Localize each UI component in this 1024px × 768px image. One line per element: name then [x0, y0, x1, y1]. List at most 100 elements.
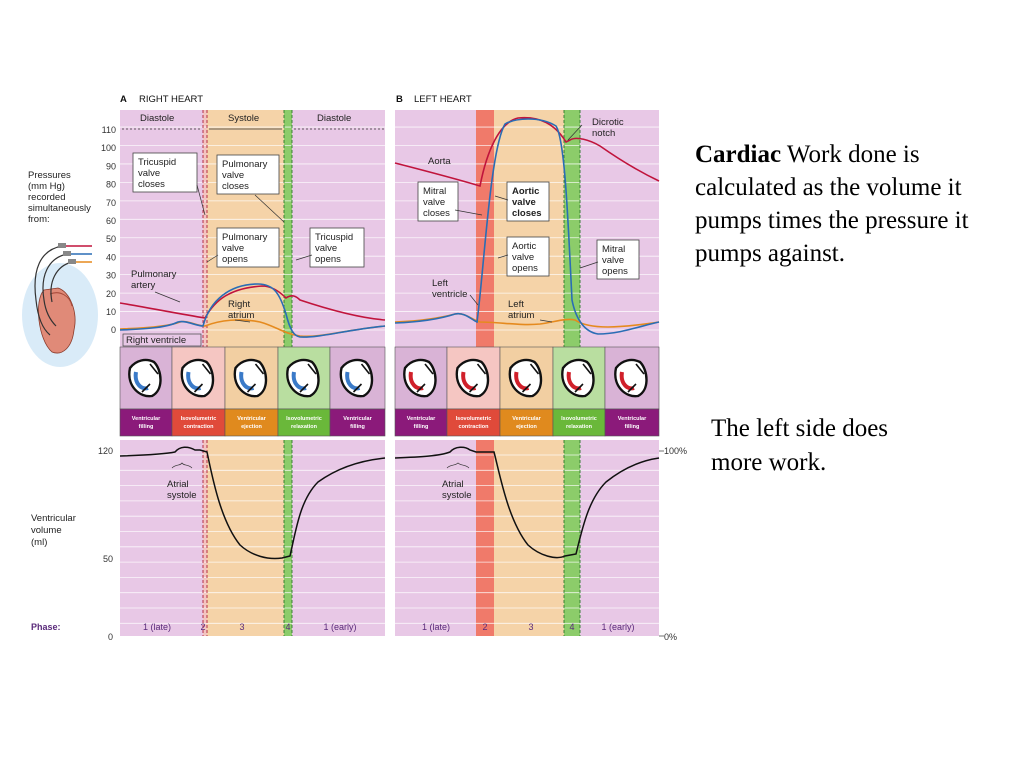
phase-name-text: relaxation — [291, 424, 318, 430]
pressure-curves — [119, 116, 660, 338]
phase-name-text: Ventricular — [343, 416, 372, 422]
heart-chamber-icon — [614, 358, 648, 398]
pulmonary-closes-box-line: closes — [222, 181, 249, 192]
right-ventricle-frame — [122, 333, 202, 347]
pulmonary-closes-box-line: valve — [222, 170, 244, 181]
phase-name-text: Ventricular — [407, 416, 436, 422]
dicrotic-notch-label: Dicrotic — [592, 117, 624, 128]
phase-name-bar — [119, 408, 173, 437]
dicrotic-notch-label: notch — [592, 128, 615, 139]
left-ventricle-label: ventricle — [432, 289, 467, 300]
valve-arrow-icon — [193, 363, 212, 393]
phase-name-bar — [446, 408, 501, 437]
left-ventricle-curve — [394, 118, 660, 335]
volume-axis-label-line: (ml) — [31, 537, 47, 548]
valve-arrow-icon — [627, 363, 645, 393]
mitral-opens-box-line: Mitral — [602, 244, 625, 255]
main-paragraph-rest: Work done is calculated as the volume it… — [695, 141, 969, 267]
phase-name-text: Ventricular — [512, 416, 541, 422]
aortic-opens-box-line: valve — [512, 252, 534, 263]
left-ventricle-label: Left — [432, 278, 448, 289]
phase-name-text: contraction — [459, 424, 490, 430]
pressure-axis-label-line: recorded — [28, 192, 66, 203]
phase-name-text: Ventricular — [237, 416, 266, 422]
right-ventricle-label: Right ventricle — [126, 335, 186, 346]
phase-name-text: filling — [625, 424, 640, 430]
panel-b-letter: B — [396, 94, 403, 105]
phase-name-text: Ventricular — [132, 416, 161, 422]
main-paragraph: Cardiac Work done is calculated as the v… — [695, 138, 995, 270]
phase-row-label: Phase: — [31, 622, 61, 632]
percent-bottom-label: 0% — [664, 632, 677, 642]
pulmonary-artery-label: artery — [131, 280, 156, 291]
valve-arrow-icon — [246, 363, 265, 393]
pulmonary-opens-box-line: valve — [222, 243, 244, 254]
pressure-axis-label-line: (mm Hg) — [28, 181, 65, 192]
aortic-closes-box-line: closes — [512, 208, 542, 219]
right-atrium-label: atrium — [228, 310, 254, 321]
phase-number-b: 2 — [482, 622, 487, 632]
heart-chamber-icon — [128, 358, 162, 398]
phase-number-a: 1 (late) — [143, 622, 171, 632]
valve-arrow-icon — [299, 363, 317, 393]
phase-name-text: Isovolumetric — [561, 416, 597, 422]
side-paragraph: The left side does more work. — [711, 415, 889, 476]
phase-name-text: relaxation — [566, 424, 593, 430]
left-atrium-label: atrium — [508, 310, 534, 321]
percent-ticks — [659, 450, 664, 637]
phase-number-b: 1 (early) — [601, 622, 634, 632]
pressure-tick-label: 20 — [106, 289, 116, 299]
pulmonary-opens-box-frame — [216, 227, 280, 268]
pulmonary-closes-box-line: Pulmonary — [222, 159, 268, 170]
pressure-tick-label: 110 — [102, 125, 116, 135]
tricuspid-closes-box-frame — [132, 152, 198, 193]
pressure-tick-label: 100 — [101, 143, 116, 153]
mitral-closes-box-line: Mitral — [423, 186, 446, 197]
atrial-systole-label-a: Atrial — [167, 479, 189, 490]
pressure-axis-label-line: from: — [28, 214, 50, 225]
tricuspid-opens-box-frame — [309, 227, 365, 268]
left-atrium-label: Left — [508, 299, 524, 310]
phase-name-bar — [329, 408, 386, 437]
annotation-boxes: TricuspidvalveclosesPulmonaryvalvecloses… — [132, 152, 640, 280]
tricuspid-opens-box-line: opens — [315, 254, 341, 265]
phase-name-bar — [224, 408, 279, 437]
phase-name-text: Isovolumetric — [181, 416, 217, 422]
heart-chamber-icon — [233, 358, 268, 398]
aortic-opens-box-line: Aortic — [512, 241, 537, 252]
phase-name-bar — [394, 408, 448, 437]
main-paragraph-bold: Cardiac — [695, 141, 782, 168]
pressure-tick-label: 70 — [106, 198, 116, 208]
atrial-systole-label-b: systole — [442, 490, 472, 501]
tricuspid-opens-box-line: Tricuspid — [315, 232, 353, 243]
pressure-axis-label-line: Pressures — [28, 170, 71, 181]
heart-chamber-icon — [508, 358, 543, 398]
right-atrium-label: Right — [228, 299, 251, 310]
phase-name-text: filling — [350, 424, 365, 430]
tricuspid-closes-box-line: closes — [138, 179, 165, 190]
valve-arrow-icon — [468, 363, 487, 393]
volume-axis-label-line: Ventricular — [31, 513, 76, 524]
leader-lines — [154, 124, 599, 323]
right-volume-curve — [119, 446, 386, 560]
